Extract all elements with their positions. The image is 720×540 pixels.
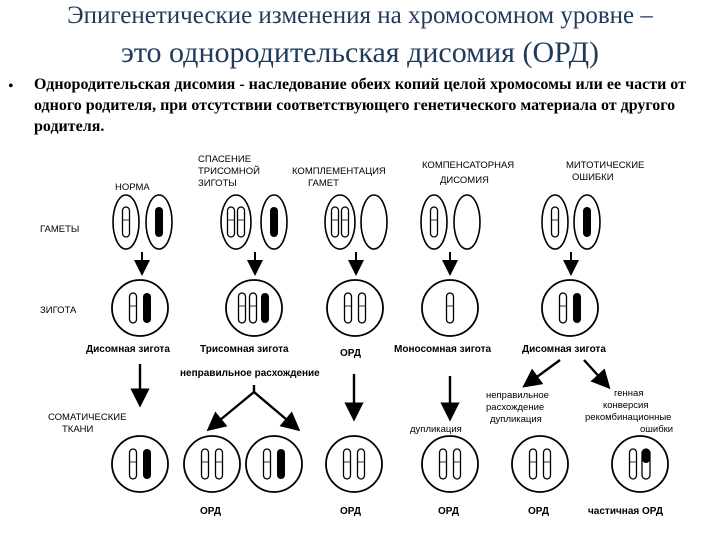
zygote-complement xyxy=(327,280,383,336)
header-complement-2: ГАМЕТ xyxy=(308,178,339,189)
gametes-mitotic xyxy=(542,195,600,249)
label-disomic-zygote-2: Дисомная зигота xyxy=(522,344,606,355)
row-label-gametes: ГАМЕТЫ xyxy=(40,224,79,235)
zygote-compensatory xyxy=(422,280,478,336)
label-upd-zygote: ОРД xyxy=(340,348,361,359)
somatic-rescue-2 xyxy=(246,436,302,492)
label-nondisjunction: неправильное расхождение xyxy=(180,368,320,379)
row-label-somatic-1: СОМАТИЧЕСКИЕ xyxy=(48,412,126,423)
label-gene-1: генная xyxy=(614,388,643,399)
zygote-norm xyxy=(112,280,168,336)
gametes-complement xyxy=(325,195,387,249)
label-trisomic-zygote: Трисомная зигота xyxy=(200,344,289,355)
header-rescue-3: ЗИГОТЫ xyxy=(198,178,237,189)
row-label-somatic-2: ТКАНИ xyxy=(62,424,94,435)
label-wrong-3: дупликация xyxy=(490,414,542,425)
bottom-label-4: ОРД xyxy=(528,506,549,517)
gametes-rescue xyxy=(221,195,287,249)
header-compensatory-1: КОМПЕНСАТОРНАЯ xyxy=(422,160,514,171)
somatic-compensatory xyxy=(422,436,478,492)
label-wrong-1: неправильное xyxy=(486,390,549,401)
header-mitotic-2: ОШИБКИ xyxy=(572,172,614,183)
gametes-norm xyxy=(113,195,172,249)
row-label-zygote: ЗИГОТА xyxy=(40,305,77,316)
header-compensatory-2: ДИСОМИЯ xyxy=(440,175,489,186)
label-gene-4: ошибки xyxy=(640,424,673,435)
label-monosomic-zygote: Моносомная зигота xyxy=(394,344,492,355)
header-rescue-2: ТРИСОМНОЙ xyxy=(198,165,260,177)
label-wrong-2: расхождение xyxy=(486,402,544,413)
zygote-mitotic xyxy=(542,280,598,336)
header-mitotic-1: МИТОТИЧЕСКИЕ xyxy=(566,160,644,171)
somatic-mitotic-2 xyxy=(612,436,668,492)
somatic-complement xyxy=(326,436,382,492)
label-gene-2: конверсия xyxy=(603,400,649,411)
somatic-mitotic-1 xyxy=(512,436,568,492)
label-gene-3: рекомбинационные xyxy=(585,412,671,423)
bottom-label-2: ОРД xyxy=(340,506,361,517)
somatic-norm xyxy=(112,436,168,492)
arrows-row-1 xyxy=(142,252,571,268)
somatic-rescue-1 xyxy=(184,436,240,492)
bottom-label-3: ОРД xyxy=(438,506,459,517)
zygote-rescue xyxy=(226,280,282,336)
label-duplication: дупликация xyxy=(410,424,462,435)
header-rescue-1: СПАСЕНИЕ xyxy=(198,154,251,165)
header-norm: НОРМА xyxy=(115,182,150,193)
gametes-compensatory xyxy=(421,195,480,249)
bottom-label-5: частичная ОРД xyxy=(588,506,663,517)
label-disomic-zygote: Дисомная зигота xyxy=(86,344,170,355)
header-complement-1: КОМПЛЕМЕНТАЦИЯ xyxy=(292,166,386,177)
bottom-label-1: ОРД xyxy=(200,506,221,517)
